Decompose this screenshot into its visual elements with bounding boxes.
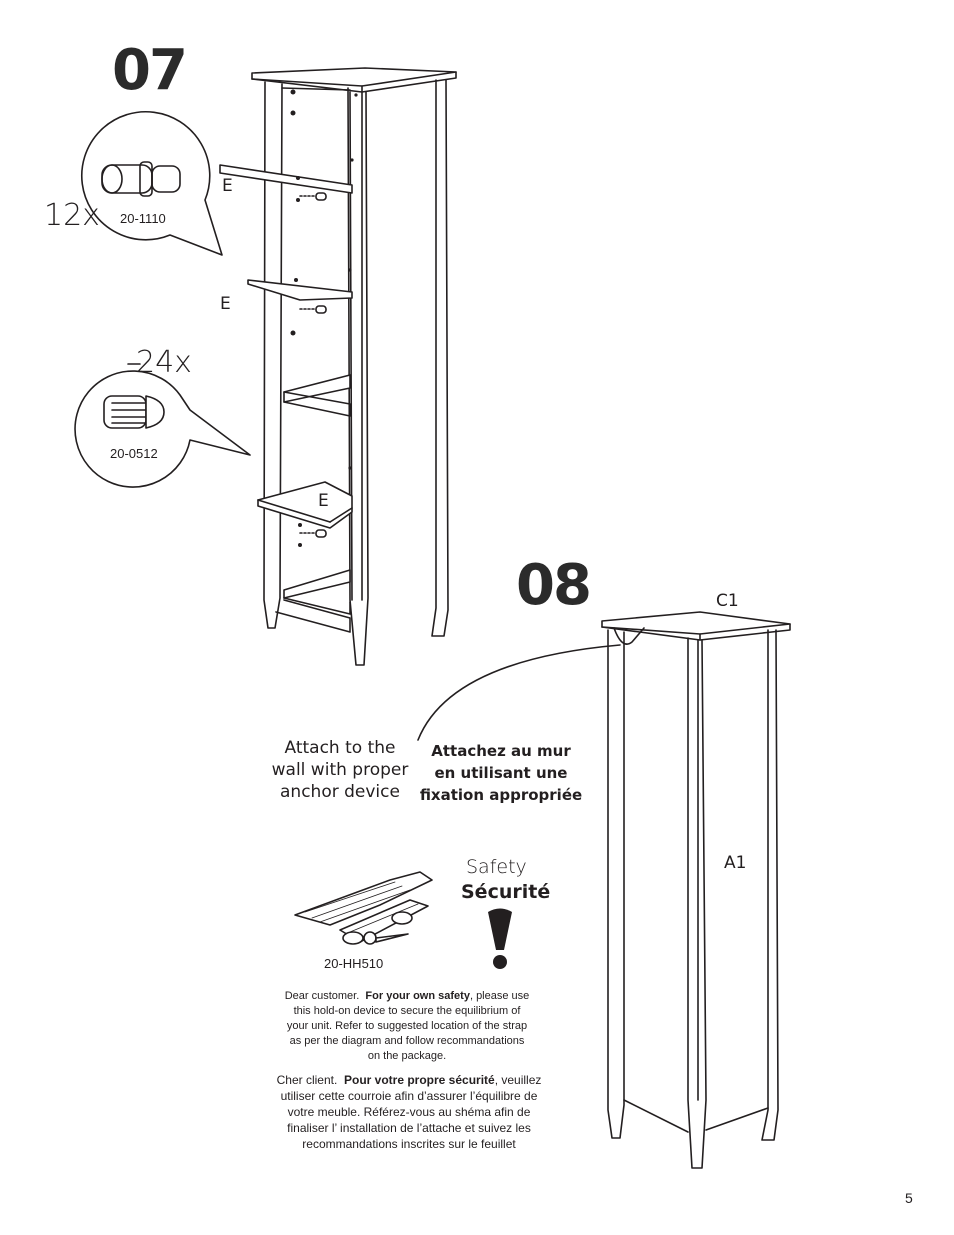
attach-fr-line-2: en utilisant une xyxy=(434,764,568,782)
shelf-pin-icon xyxy=(103,395,165,429)
attach-instruction-fr: Attachez au mur en utilisant une fixatio… xyxy=(418,740,584,806)
notice-en-greeting: Dear customer. xyxy=(284,990,360,1002)
attach-instruction-en: Attach to the wall with proper anchor de… xyxy=(260,737,420,803)
attach-fr-line-1: Attachez au mur xyxy=(431,742,571,760)
dowel-part-code: 20-1110 xyxy=(120,211,166,226)
notice-en-emphasis: For your own safety xyxy=(365,990,470,1002)
attach-en-line-3: anchor device xyxy=(280,782,400,802)
dowel-icon xyxy=(101,161,181,197)
shelf-label-2: E xyxy=(220,294,231,314)
shelf-label-3: E xyxy=(318,491,329,511)
bookcase-step-07 xyxy=(219,67,457,666)
pin-part-code: 20-0512 xyxy=(110,446,158,461)
safety-notice-fr: Cher client. Pour votre propre sécurité,… xyxy=(266,1072,552,1152)
warning-exclamation-icon xyxy=(488,908,512,969)
bookcase-step-08 xyxy=(601,611,791,1169)
notice-en-body: , please use this hold-on device to secu… xyxy=(286,990,530,1062)
dowel-quantity: 12x xyxy=(44,198,100,233)
side-part-label: A1 xyxy=(724,853,747,873)
attach-en-line-1: Attach to the xyxy=(284,738,396,758)
strap-part-code: 20-HH510 xyxy=(324,956,384,971)
attach-fr-line-3: fixation appropriée xyxy=(419,786,583,804)
notice-fr-emphasis: Pour votre propre sécurité xyxy=(343,1073,495,1087)
safety-heading-fr: Sécurité xyxy=(461,881,551,903)
step-08-number: 08 xyxy=(516,553,592,618)
notice-fr-greeting: Cher client. xyxy=(276,1073,338,1087)
top-part-label: C1 xyxy=(716,591,739,611)
page-number: 5 xyxy=(905,1190,913,1206)
pin-quantity: 24x xyxy=(136,345,192,380)
safety-strap-icon xyxy=(294,871,433,945)
pin-callout-bubble xyxy=(74,363,251,488)
strap-leader-line xyxy=(417,644,621,741)
shelf-label-1: E xyxy=(222,176,233,196)
safety-notice-en: Dear customer. For your own safety, plea… xyxy=(282,989,532,1064)
notice-fr-body: , veuillez utiliser cette courroie afin … xyxy=(280,1073,542,1151)
attach-en-line-2: wall with proper xyxy=(271,760,409,780)
step-07-number: 07 xyxy=(112,38,188,103)
safety-heading-en: Safety xyxy=(466,856,527,878)
